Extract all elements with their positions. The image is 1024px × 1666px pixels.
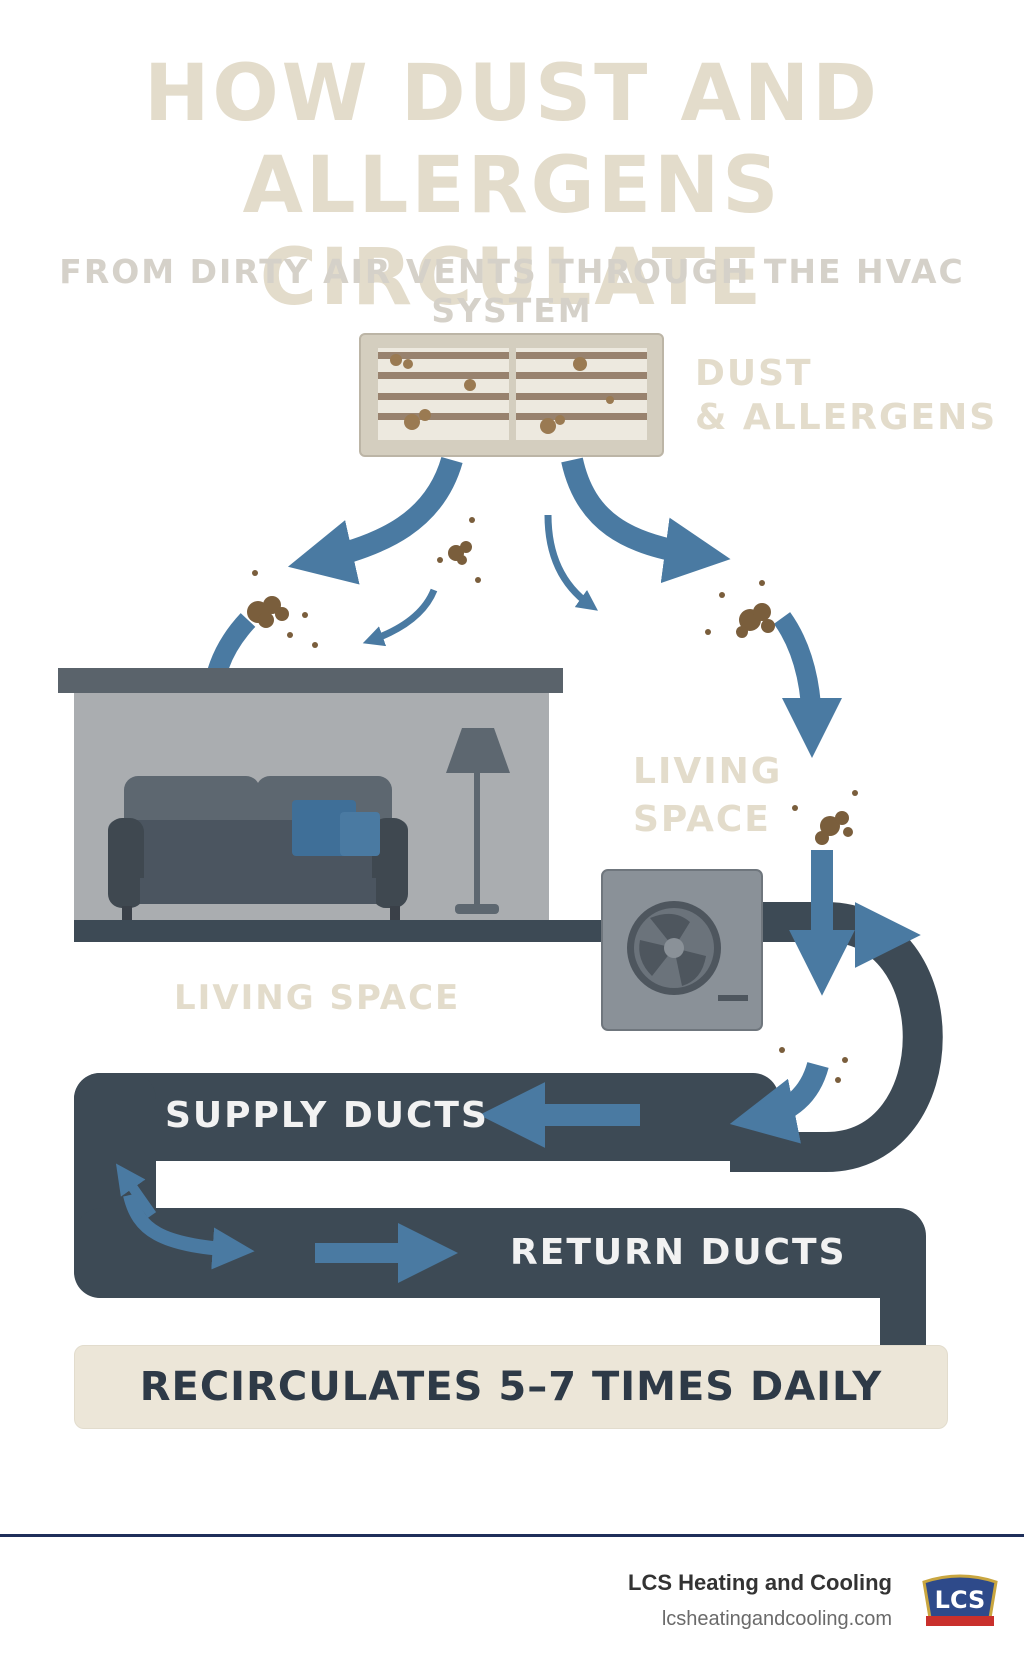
title-line-1: HOW DUST AND <box>144 49 880 139</box>
sofa-icon <box>108 776 408 920</box>
dust-allergens-label: DUST & ALLERGENS <box>695 353 998 438</box>
title-line-2: ALLERGENS CIRCULATE <box>242 141 782 323</box>
hvac-unit-icon <box>601 869 763 1031</box>
return-duct <box>74 1208 926 1298</box>
supply-duct <box>74 1073 779 1161</box>
floor-lamp-icon <box>446 728 510 914</box>
living-room <box>58 668 634 942</box>
airflow-arrow-icon <box>362 588 438 647</box>
airflow-arrow-icon <box>123 1193 255 1270</box>
dust-particle-icon <box>247 517 858 1083</box>
footer-divider <box>0 1534 1024 1537</box>
airflow-arrow-icon <box>287 456 463 585</box>
airflow-arrow-icon <box>561 457 731 584</box>
brand-url[interactable]: lcsheatingandcooling.com <box>661 1608 892 1630</box>
airflow-arrow-icon <box>544 514 598 611</box>
living-space-label-left: LIVING SPACE <box>174 978 461 1018</box>
room-floor <box>74 920 634 942</box>
airflow-arrow-icon <box>115 1163 157 1218</box>
return-ducts-label: RETURN DUCTS <box>510 1232 847 1273</box>
living-space-label-right: LIVING SPACE <box>633 751 783 840</box>
vent-grille-icon <box>359 333 664 457</box>
recirculation-text: RECIRCULATES 5–7 TIMES DAILY <box>139 1364 883 1410</box>
page-subtitle: FROM DIRTY AIR VENTS THROUGH THE HVAC SY… <box>59 252 965 330</box>
lcs-logo-icon: LCS <box>922 1574 998 1626</box>
svg-text:LCS: LCS <box>935 1586 986 1614</box>
return-riser <box>880 1250 926 1345</box>
airflow-arrow-icon <box>729 1061 829 1144</box>
room-roof <box>58 668 563 693</box>
airflow-arrows <box>115 456 921 1283</box>
page-title: HOW DUST AND ALLERGENS CIRCULATE <box>0 48 1024 324</box>
airflow-arrow-icon <box>773 612 842 758</box>
brand-name: LCS Heating and Cooling <box>628 1570 892 1595</box>
supply-ducts-label: SUPPLY DUCTS <box>165 1095 489 1136</box>
recirculation-banner: RECIRCULATES 5–7 TIMES DAILY <box>74 1345 948 1429</box>
